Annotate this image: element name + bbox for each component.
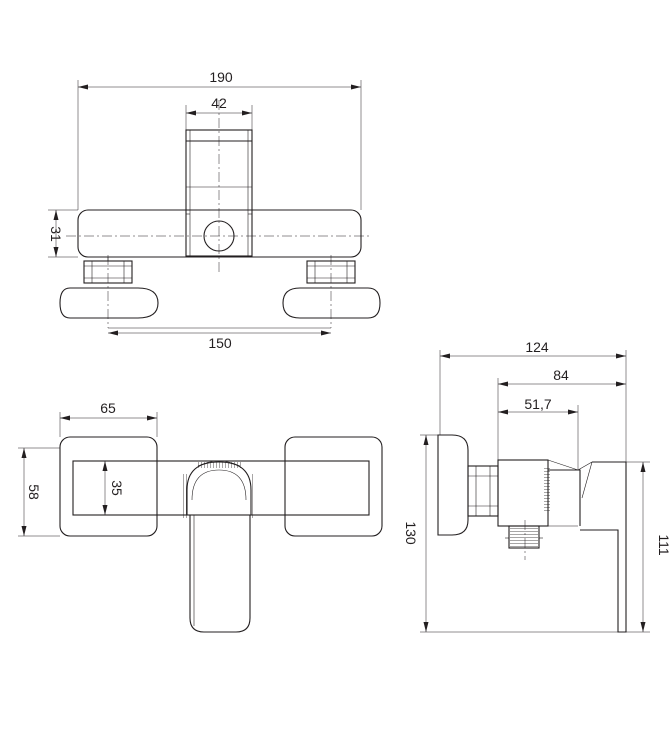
- dimension-42: 42: [185, 95, 253, 130]
- dim-label-58: 58: [26, 484, 42, 500]
- side-handle-neck: [548, 469, 581, 526]
- front-view: 65 58 35: [18, 400, 383, 633]
- dim-label-124: 124: [525, 339, 549, 355]
- dim-label-150: 150: [208, 335, 232, 351]
- dimension-111: 111: [626, 461, 670, 633]
- side-outlet-thread: [508, 525, 540, 549]
- dimension-130: 130: [403, 434, 618, 633]
- front-lever: [189, 515, 251, 633]
- right-flange-outline: [282, 287, 381, 319]
- dimension-124: 124: [439, 339, 627, 462]
- dim-label-42: 42: [211, 95, 227, 111]
- dim-label-111: 111: [656, 534, 670, 555]
- side-view: 124 84 51,7 130: [403, 339, 670, 633]
- front-left-flange: [59, 436, 158, 537]
- dim-label-31: 31: [48, 226, 64, 242]
- dim-label-65: 65: [100, 400, 116, 416]
- dim-label-51-7: 51,7: [524, 396, 551, 412]
- dimension-190: 190: [77, 69, 362, 210]
- dim-label-35: 35: [109, 480, 125, 496]
- dimension-150: 150: [108, 327, 331, 351]
- top-view: 190 42 31 150: [48, 69, 381, 351]
- dimension-51-7: 51,7: [498, 396, 579, 470]
- dimension-65: 65: [59, 400, 158, 437]
- left-flange-outline: [59, 287, 159, 319]
- dimension-31: 31: [48, 209, 78, 258]
- dimension-84: 84: [497, 367, 626, 460]
- handle-block: [185, 129, 253, 257]
- side-lever: [580, 461, 627, 633]
- front-right-flange: [284, 436, 383, 537]
- mixer-body-outline: [77, 209, 362, 258]
- dimension-35: 35: [100, 460, 125, 516]
- side-connector-nut: [467, 465, 499, 517]
- dim-label-130: 130: [403, 521, 419, 545]
- dim-label-190: 190: [209, 69, 233, 85]
- dimension-58: 58: [18, 447, 60, 537]
- side-wall-flange: [437, 434, 469, 536]
- dim-label-84: 84: [553, 367, 569, 383]
- side-valve-body: [497, 459, 549, 527]
